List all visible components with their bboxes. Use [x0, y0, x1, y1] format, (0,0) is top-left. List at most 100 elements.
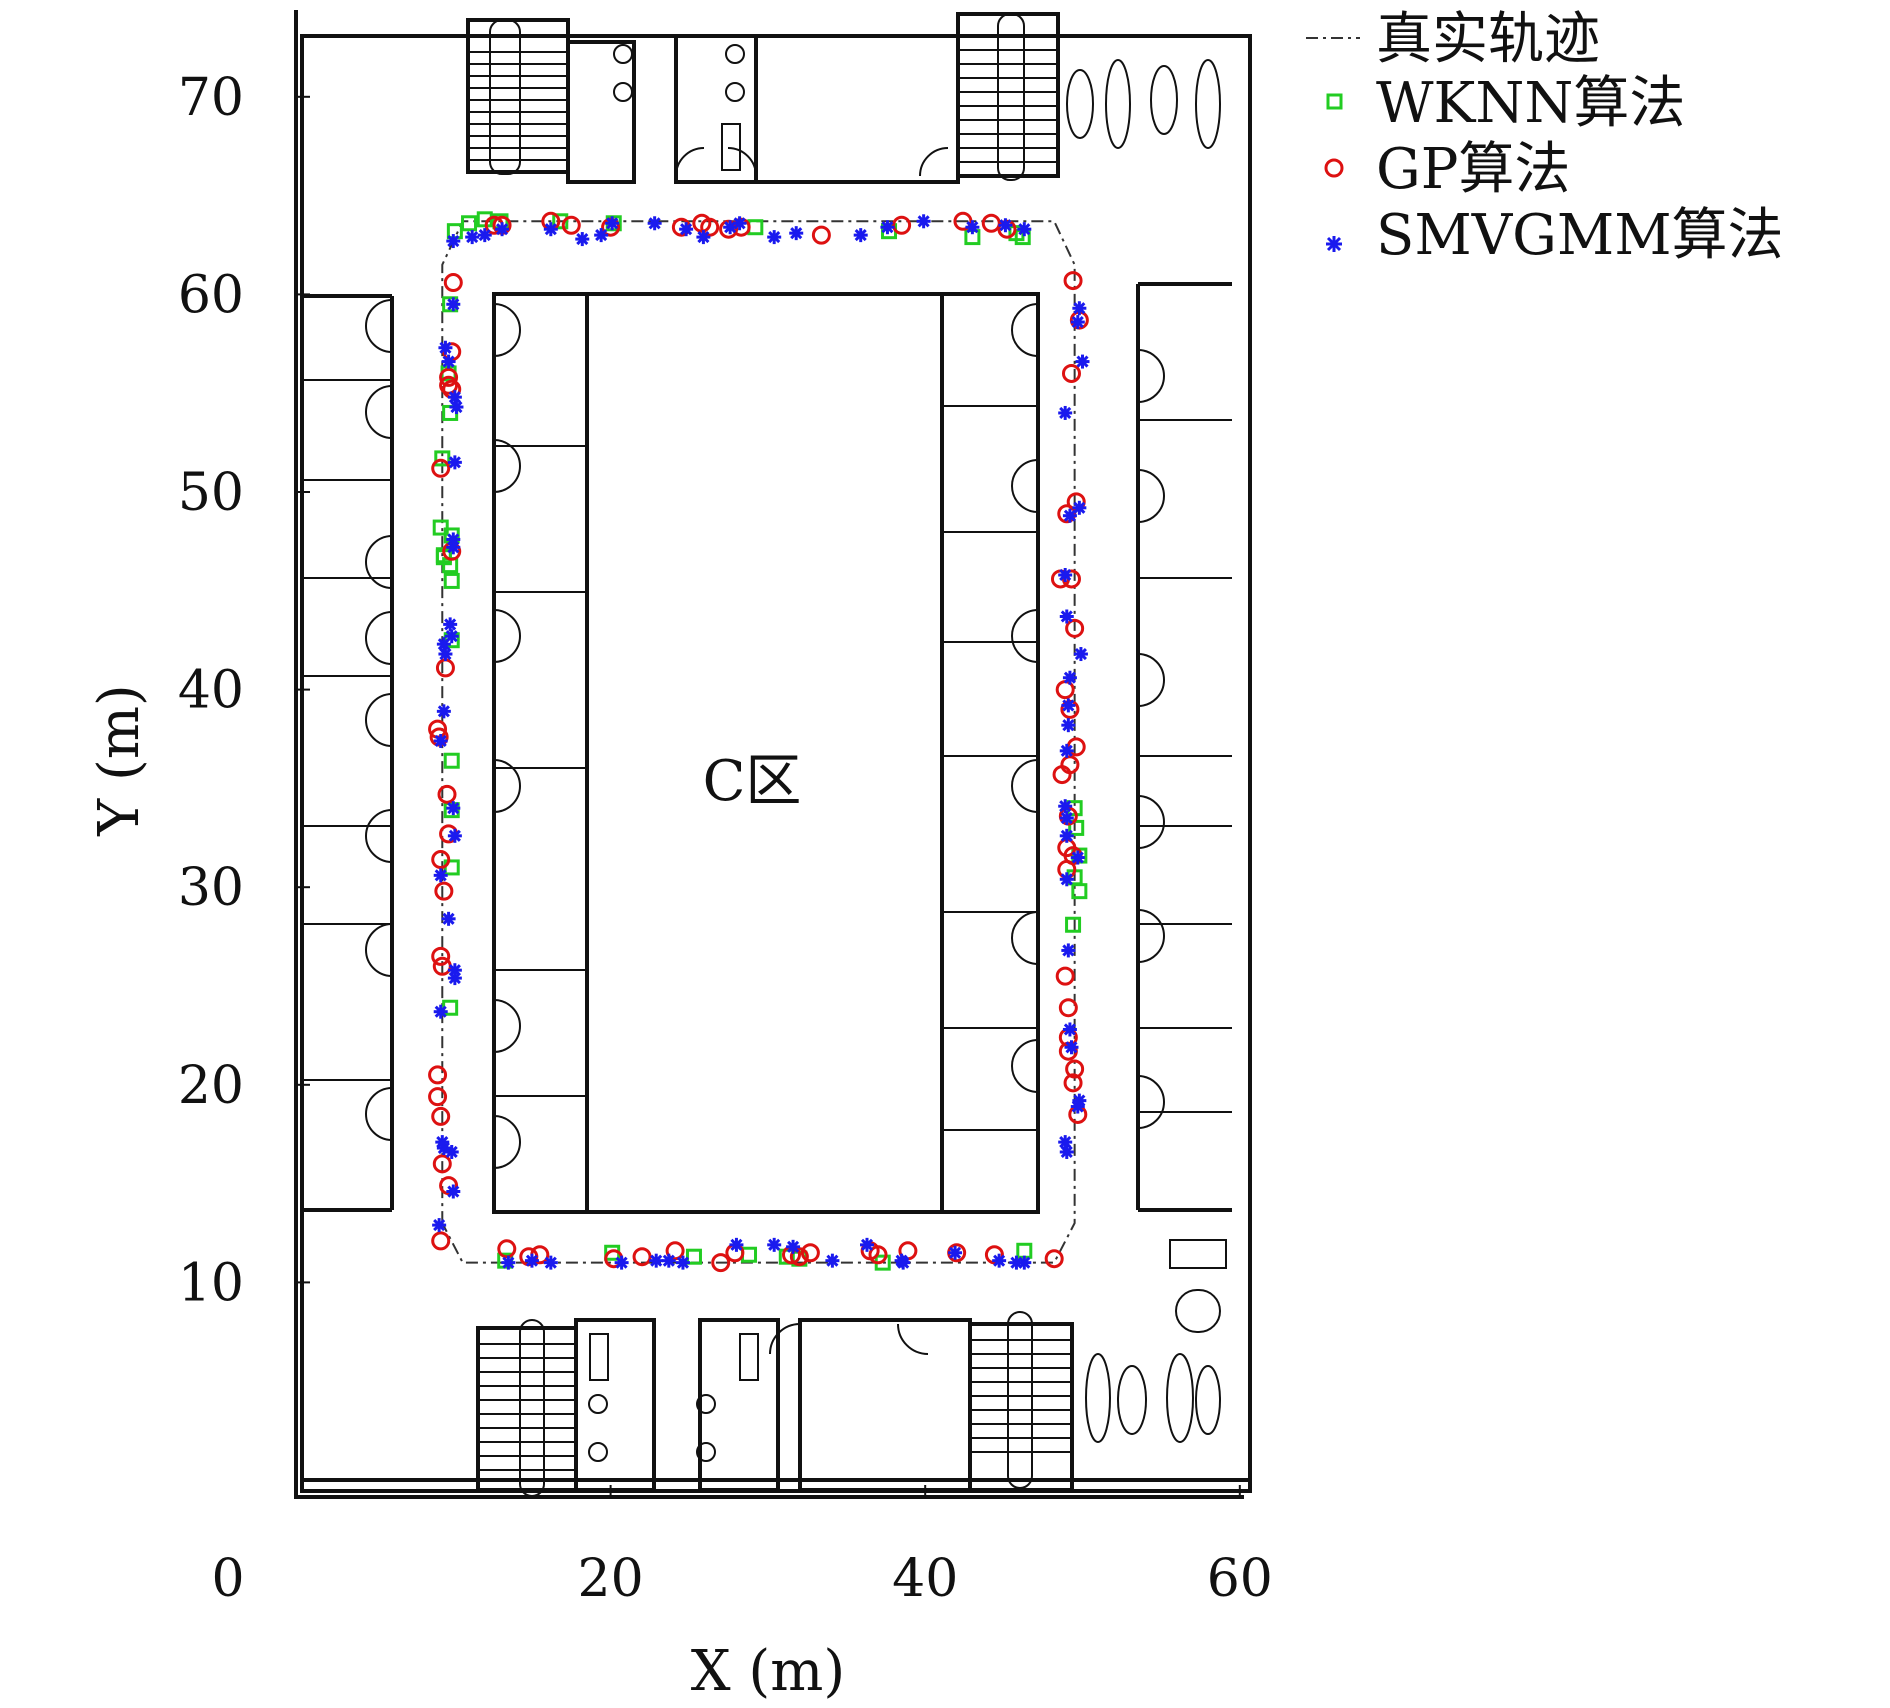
smvgmm-point	[1061, 943, 1076, 958]
gp-point	[442, 541, 462, 561]
smvgmm-point	[575, 232, 590, 247]
y-tick-label: 20	[178, 1056, 244, 1116]
smvgmm-point	[1061, 698, 1076, 713]
smvgmm-point	[853, 228, 868, 243]
wknn-point	[1065, 916, 1082, 933]
y-tick-label: 40	[178, 661, 244, 721]
gp-point	[800, 1243, 820, 1263]
smvgmm-point	[1072, 301, 1087, 316]
smvgmm-point	[696, 230, 711, 245]
smvgmm-point	[433, 733, 448, 748]
y-tick-label: 50	[178, 463, 244, 523]
smvgmm-point	[649, 1253, 664, 1268]
smvgmm-point	[992, 1253, 1007, 1268]
ovals-top-right	[1066, 59, 1221, 149]
gp-point	[561, 215, 581, 235]
smvgmm-point	[501, 1255, 516, 1270]
floor-plan-drawing	[300, 12, 1252, 1497]
smvgmm-point	[433, 868, 448, 883]
smvgmm-point	[1017, 1255, 1032, 1270]
data-series	[428, 211, 1090, 1273]
smvgmm-point	[661, 1253, 676, 1268]
stair-steps-top	[468, 35, 1058, 163]
toilet-fixtures-bottom	[588, 1323, 929, 1462]
smvgmm-point	[433, 1004, 448, 1019]
smvgmm-point	[449, 400, 464, 415]
gp-point	[789, 1247, 809, 1267]
smvgmm-point	[446, 540, 461, 555]
gp-point	[443, 273, 463, 293]
smvgmm-point	[438, 340, 453, 355]
smvgmm-point	[444, 1144, 459, 1159]
gp-point	[868, 1245, 888, 1265]
legend-truth-label: 真实轨迹	[1376, 7, 1600, 72]
smvgmm-point	[432, 1218, 447, 1233]
smvgmm-point	[1070, 315, 1085, 330]
smvgmm-point	[1058, 1135, 1073, 1150]
smvgmm-point	[732, 216, 747, 231]
central-left-rooms	[494, 445, 587, 1097]
x-tick-label: 0	[211, 1549, 244, 1609]
y-tick-label: 30	[178, 858, 244, 918]
smvgmm-point	[446, 1184, 461, 1199]
smvgmm-point	[647, 216, 662, 231]
gp-point	[434, 881, 454, 901]
gp-point	[700, 217, 720, 237]
bottom-service-area	[302, 1239, 1250, 1497]
wknn-point	[443, 572, 460, 589]
smvgmm-point	[446, 801, 461, 816]
smvgmm-point	[443, 617, 458, 632]
smvgmm-point	[495, 222, 510, 237]
truth-trajectory-line	[441, 220, 1076, 1264]
smvgmm-point	[965, 220, 980, 235]
gp-point	[431, 1106, 451, 1126]
central-right-rooms	[942, 405, 1038, 1131]
smvgmm-point	[679, 222, 694, 237]
smvgmm-point	[880, 220, 895, 235]
wknn-point	[443, 802, 460, 819]
wknn-point	[443, 752, 460, 769]
smvgmm-point	[1059, 811, 1074, 826]
smvgmm-point	[789, 226, 804, 241]
wknn-point	[434, 450, 451, 467]
y-tick-label: 60	[178, 265, 244, 325]
legend-wknn-marker	[1326, 93, 1343, 110]
smvgmm-point	[447, 828, 462, 843]
smvgmm-point	[1075, 354, 1090, 369]
x-tick-label: 20	[578, 1549, 644, 1609]
gp-point	[432, 1154, 452, 1174]
gp-point	[431, 946, 451, 966]
gp-point	[429, 727, 449, 747]
smvgmm-point	[675, 1255, 690, 1270]
y-axis-label: Y (m)	[87, 684, 152, 837]
smvgmm-point	[543, 1255, 558, 1270]
gp-point	[811, 225, 831, 245]
gp-point	[497, 1239, 517, 1259]
zone-c-room	[585, 292, 944, 1214]
x-tick-label: 40	[892, 1549, 958, 1609]
wknn-point	[552, 213, 569, 230]
ovals-bottom-right	[1085, 1239, 1227, 1443]
right-wing-rooms	[1136, 282, 1232, 1212]
smvgmm-series	[432, 214, 1090, 1270]
gp-point	[984, 1245, 1004, 1265]
smvgmm-point	[594, 228, 609, 243]
smvgmm-point	[1059, 1144, 1074, 1159]
smvgmm-point	[1017, 222, 1032, 237]
legend-wknn-label: WKNN算法	[1376, 71, 1685, 136]
smvgmm-point	[1062, 1022, 1077, 1037]
gp-point	[601, 217, 621, 237]
smvgmm-point	[767, 1237, 782, 1252]
smvgmm-point	[1058, 799, 1073, 814]
wknn-point	[685, 1248, 702, 1265]
gp-point	[892, 215, 912, 235]
smvgmm-point	[465, 230, 480, 245]
legend-gp-label: GP算法	[1376, 137, 1570, 202]
smvgmm-point	[447, 390, 462, 405]
smvgmm-point	[859, 1237, 874, 1252]
smvgmm-point	[614, 1255, 629, 1270]
gp-point	[437, 784, 457, 804]
smvgmm-point	[1073, 647, 1088, 662]
